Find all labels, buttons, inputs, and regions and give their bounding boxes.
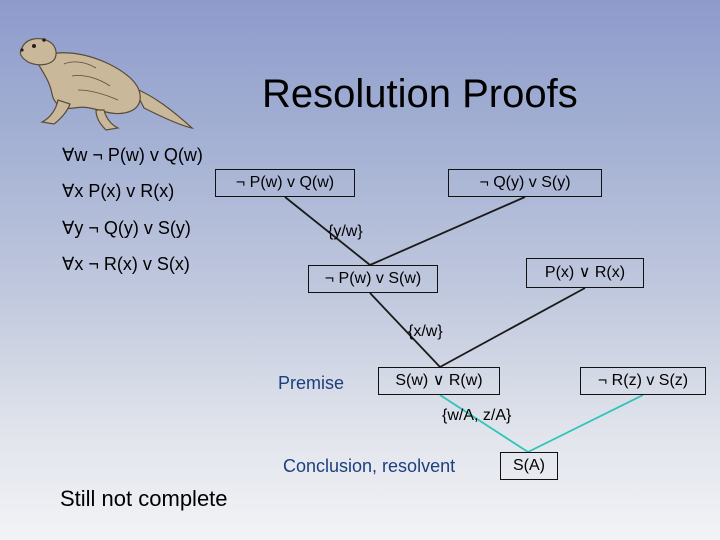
premise-clause-3: ∀y ¬ Q(y) v S(y): [62, 218, 191, 238]
clause-node-3: ¬ P(w) v S(w): [308, 265, 438, 293]
otter-illustration: [19, 38, 195, 131]
clause-node-1: ¬ P(w) v Q(w): [215, 169, 355, 197]
substitution-label-1: {y/w}: [328, 223, 363, 240]
premise-clause-1: ∀w ¬ P(w) v Q(w): [62, 145, 203, 165]
edge-n2-n3: [369, 196, 526, 266]
clause-node-6: ¬ R(z) v S(z): [580, 367, 706, 395]
premise-clause-2: ∀x P(x) v R(x): [62, 181, 175, 201]
substitution-label-3: {w/A, z/A}: [442, 407, 512, 424]
edge-n4-n5: [439, 287, 586, 368]
substitution-label-2: {x/w}: [408, 323, 443, 340]
slide-title: Resolution Proofs: [262, 72, 578, 116]
clause-node-2: ¬ Q(y) v S(y): [448, 169, 602, 197]
premise-clause-4: ∀x ¬ R(x) v S(x): [62, 254, 190, 274]
conclusion-annotation: Conclusion, resolvent: [283, 456, 456, 476]
clause-node-7: S(A): [500, 452, 558, 480]
footer-note: Still not complete: [60, 486, 228, 511]
clause-node-5: S(w) ∨ R(w): [378, 367, 500, 395]
premise-annotation: Premise: [278, 373, 345, 393]
edge-n6-n7: [527, 394, 644, 453]
edge-n1-n3: [284, 196, 371, 266]
edge-n3-n5: [369, 292, 441, 368]
edge-n5-n7: [439, 394, 529, 453]
clause-node-4: P(x) ∨ R(x): [526, 258, 644, 288]
